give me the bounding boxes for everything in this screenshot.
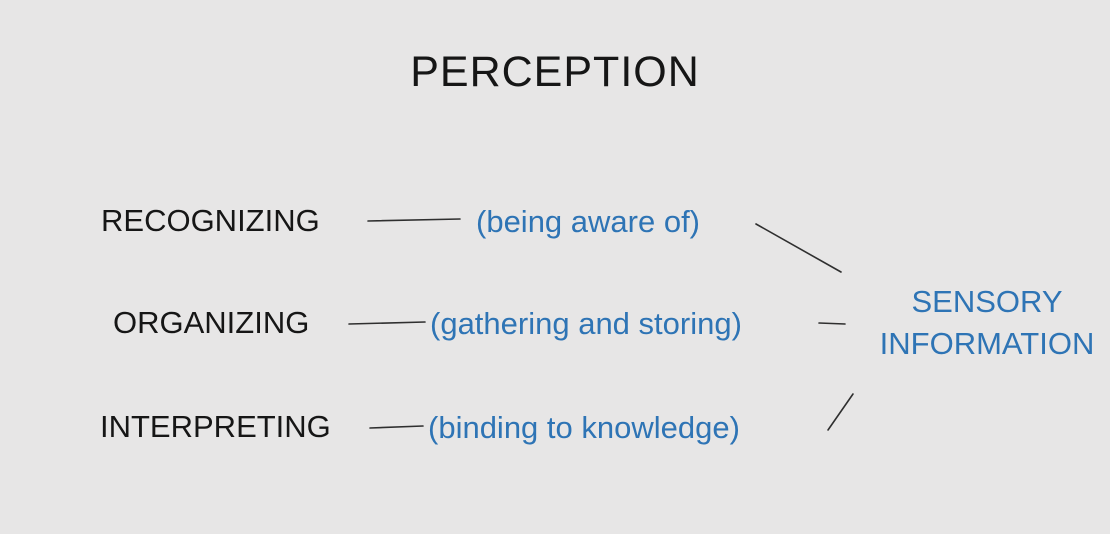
sensory-information-line1: SENSORY bbox=[911, 284, 1063, 319]
connector-gathering-to-sensory bbox=[818, 322, 846, 325]
connector-organizing-to-definition bbox=[348, 321, 426, 325]
term-organizing: ORGANIZING bbox=[113, 305, 310, 340]
sensory-information-line2: INFORMATION bbox=[879, 326, 1095, 361]
connector-being-aware-to-sensory bbox=[755, 223, 842, 273]
sensory-information-label: SENSORY INFORMATION bbox=[857, 281, 1110, 365]
definition-being-aware-of: (being aware of) bbox=[476, 204, 701, 239]
term-interpreting: INTERPRETING bbox=[100, 409, 331, 444]
connector-binding-to-sensory bbox=[827, 393, 854, 431]
connector-interpreting-to-definition bbox=[369, 425, 424, 429]
definition-binding-to-knowledge: (binding to knowledge) bbox=[428, 410, 740, 445]
term-recognizing: RECOGNIZING bbox=[101, 203, 320, 238]
connector-recognizing-to-definition bbox=[367, 218, 461, 222]
definition-gathering-and-storing: (gathering and storing) bbox=[430, 306, 742, 341]
page-title: PERCEPTION bbox=[410, 48, 700, 96]
